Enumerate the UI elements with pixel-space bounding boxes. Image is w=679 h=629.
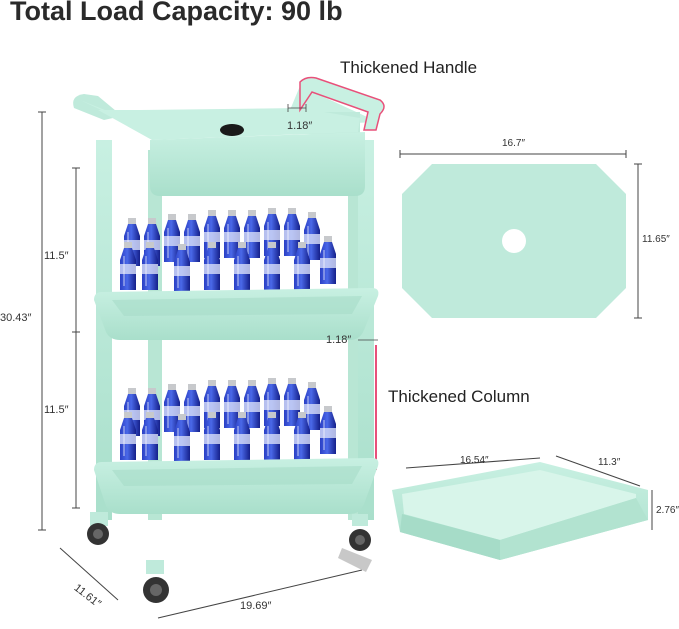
column-thickness-label: 1.18″ (326, 334, 352, 346)
lower-tier-bottles (120, 378, 336, 462)
page-title: Total Load Capacity: 90 lb (10, 0, 343, 26)
middle-tier-bottles (120, 208, 336, 292)
upper-gap-label: 11.5″ (44, 250, 69, 262)
lid-width-label: 16.7″ (502, 138, 526, 149)
handle-thickness-label: 1.18″ (287, 120, 313, 132)
column-callout: Thickened Column (388, 387, 530, 406)
height-dimension-line (38, 111, 80, 531)
base-width-label: 19.69″ (240, 600, 272, 612)
top-tier (73, 76, 385, 196)
lower-gap-label: 11.5″ (44, 404, 69, 416)
handle-callout: Thickened Handle (340, 58, 478, 77)
basket-detail (392, 455, 653, 560)
lid-depth-label: 11.65″ (642, 234, 670, 245)
basket-height-label: 2.76″ (656, 505, 679, 516)
lid-detail (399, 150, 642, 319)
basket-length-label: 16.54″ (460, 455, 489, 466)
base-dimension-lines (59, 547, 363, 619)
handle-tick (287, 104, 307, 112)
lower-tier-basket (94, 458, 379, 514)
caster-wheels (87, 512, 372, 603)
basket-width-label: 11.3″ (598, 457, 621, 468)
middle-tier-basket (94, 288, 379, 340)
total-height-label: 30.43″ (0, 312, 32, 324)
